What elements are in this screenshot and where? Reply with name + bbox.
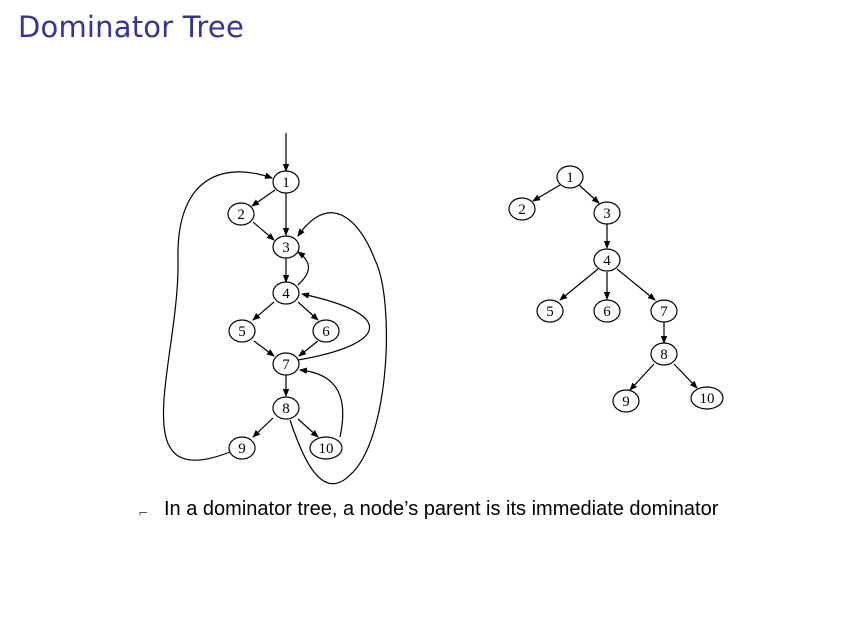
domtree-node-10: 10	[690, 386, 724, 410]
cfg-edge-4-6	[297, 301, 319, 321]
domtree-node-7-label: 7	[660, 304, 668, 320]
domtree-node-2: 2	[508, 197, 536, 221]
cfg-node-5-label: 5	[238, 324, 246, 340]
bullet-text: In a dominator tree, a node’s parent is …	[164, 498, 719, 520]
cfg-node-9: 9	[228, 436, 256, 460]
domtree-node-8-label: 8	[660, 347, 668, 363]
cfg-node-4-label: 4	[282, 286, 290, 302]
domtree-edge-1-2	[532, 184, 561, 202]
domtree-node-4-label: 4	[603, 253, 611, 269]
cfg-edge-1-2	[251, 189, 276, 207]
cfg-node-7: 7	[272, 352, 300, 376]
domtree-node-2-label: 2	[518, 202, 526, 218]
domtree-node-3-label: 3	[603, 206, 611, 222]
cfg-node-7-label: 7	[282, 357, 290, 373]
cfg-node-6-label: 6	[322, 324, 330, 340]
domtree-node-5: 5	[536, 299, 564, 323]
domtree-edge-1-3	[578, 184, 600, 204]
domtree-edge-4-7	[616, 268, 656, 301]
domtree-edge-8-9	[629, 363, 655, 391]
slide-title: Dominator Tree	[18, 10, 245, 44]
cfg-node-9-label: 9	[238, 441, 246, 457]
cfg-node-10: 10	[309, 436, 343, 460]
cfg-node-3-label: 3	[282, 240, 290, 256]
cfg-edge-6-7	[298, 340, 319, 357]
cfg-edge-4-5	[252, 301, 275, 321]
domtree-node-6: 6	[593, 299, 621, 323]
cfg-edge-2-3	[252, 221, 275, 241]
domtree-node-10-label: 10	[700, 391, 715, 407]
cfg-edge-9-1-back	[162, 171, 273, 461]
domtree-edge-8-10	[673, 363, 698, 389]
control-flow-graph: 1 2 3 4 5 6 7 8 9 10	[162, 133, 388, 485]
bullet-marker: ⌐	[138, 506, 149, 520]
domtree-node-4: 4	[593, 248, 621, 272]
cfg-node-8: 8	[272, 396, 300, 420]
domtree-node-9-label: 9	[622, 394, 630, 410]
domtree-node-7: 7	[650, 299, 678, 323]
domtree-node-3: 3	[593, 201, 621, 225]
cfg-node-3: 3	[272, 235, 300, 259]
cfg-edge-5-7	[253, 340, 275, 357]
cfg-node-6: 6	[312, 319, 340, 343]
domtree-node-6-label: 6	[603, 304, 611, 320]
domtree-node-1: 1	[556, 165, 584, 189]
cfg-node-10-label: 10	[319, 441, 334, 457]
cfg-edge-8-3-back	[289, 212, 388, 485]
domtree-node-1-label: 1	[566, 170, 574, 186]
domtree-edge-4-5	[559, 268, 599, 301]
cfg-edge-4-3-back	[297, 251, 310, 286]
cfg-edge-8-9	[252, 417, 274, 438]
domtree-node-9: 9	[612, 389, 640, 413]
cfg-edge-10-7-back	[299, 367, 344, 438]
domtree-node-8: 8	[650, 342, 678, 366]
cfg-node-4: 4	[272, 281, 300, 305]
cfg-node-1-label: 1	[282, 175, 290, 191]
cfg-edge-8-10	[297, 418, 319, 438]
cfg-node-8-label: 8	[282, 401, 290, 417]
domtree-node-5-label: 5	[546, 304, 554, 320]
cfg-node-2-label: 2	[237, 207, 245, 223]
cfg-edge-7-4-back	[297, 292, 371, 361]
cfg-node-5: 5	[228, 319, 256, 343]
cfg-node-2: 2	[227, 202, 255, 226]
cfg-node-1: 1	[272, 170, 300, 194]
dominator-tree: 1 2 3 4 5 6 7 8 9 10	[508, 165, 724, 413]
